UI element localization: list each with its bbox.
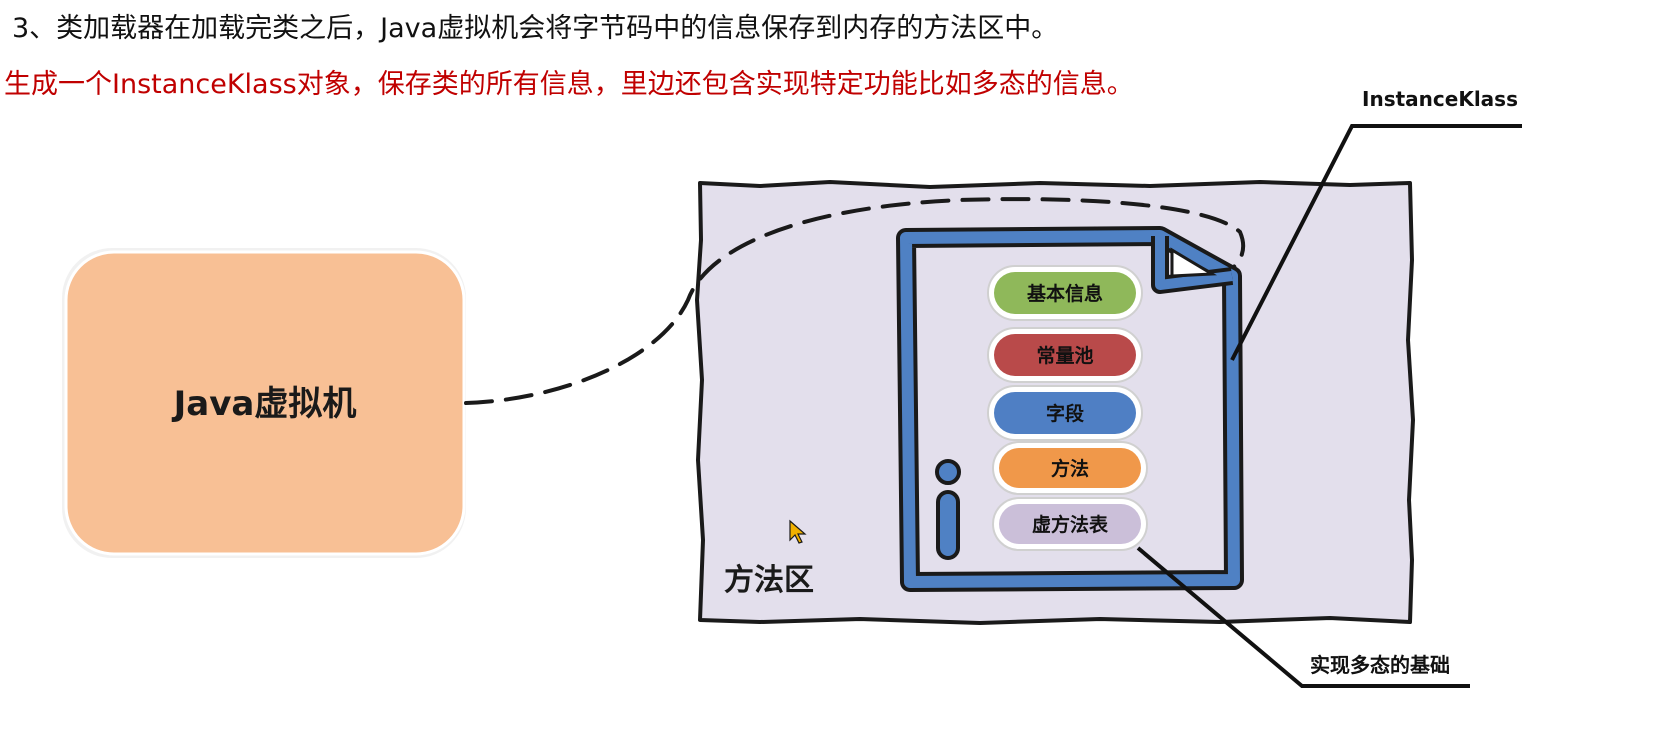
instanceklass-callout-line <box>1230 124 1522 361</box>
polymorphism-callout: 实现多态的基础 <box>1136 546 1470 688</box>
item-label: 常量池 <box>1036 344 1093 367</box>
item-pill <box>994 392 1136 434</box>
item-label: 基本信息 <box>1026 282 1103 305</box>
document-fold-corner <box>1170 247 1218 278</box>
polymorphism-label: 实现多态的基础 <box>1310 653 1450 677</box>
document-fold-fill <box>1155 236 1233 290</box>
jvm-box: Java虚拟机 <box>62 248 466 558</box>
instanceklass-callout: InstanceKlass <box>1230 87 1522 361</box>
item-pill <box>994 334 1136 376</box>
instanceklass-label: InstanceKlass <box>1362 87 1518 111</box>
heading-line-2: 生成一个InstanceKlass对象，保存类的所有信息，里边还包含实现特定功能… <box>4 69 1134 100</box>
polymorphism-callout-line <box>1136 546 1470 688</box>
instanceklass-item: 字段 <box>987 385 1143 441</box>
info-icon <box>935 459 961 560</box>
instanceklass-item: 基本信息 <box>987 265 1143 321</box>
method-area-label: 方法区 <box>724 563 814 598</box>
jvm-label: Java虚拟机 <box>172 384 357 424</box>
heading-line-1: 3、类加载器在加载完类之后，Java虚拟机会将字节码中的信息保存到内存的方法区中… <box>12 13 1059 44</box>
document-frame <box>900 230 1240 588</box>
item-pill <box>999 504 1141 544</box>
item-pill <box>999 448 1141 488</box>
cursor-icon <box>789 519 807 544</box>
dashed-connector <box>464 197 1246 405</box>
instanceklass-item: 常量池 <box>987 327 1143 383</box>
instanceklass-item: 方法 <box>992 441 1148 495</box>
item-label: 方法 <box>1051 457 1089 480</box>
item-label: 字段 <box>1046 402 1085 425</box>
item-pill <box>994 272 1136 314</box>
item-label: 虚方法表 <box>1032 513 1109 536</box>
instanceklass-item: 虚方法表 <box>992 497 1148 551</box>
